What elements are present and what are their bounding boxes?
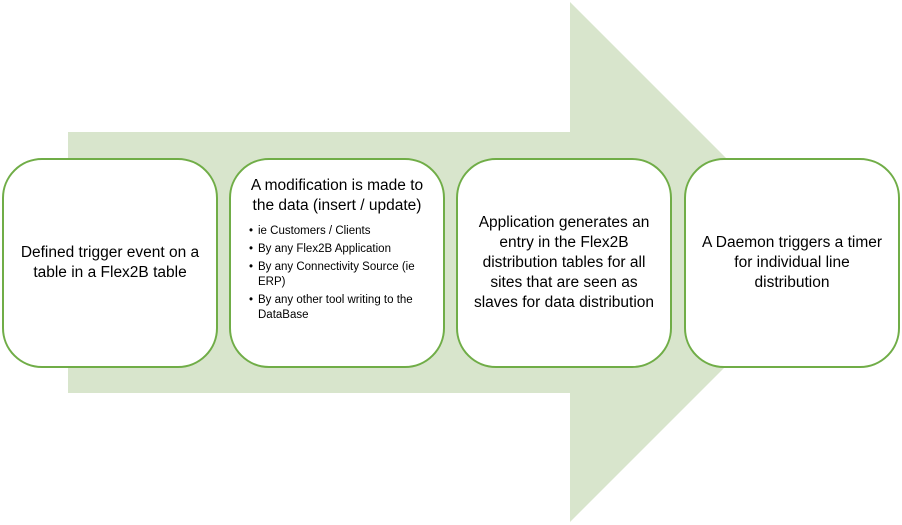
step-4-box: A Daemon triggers a timer for individual… bbox=[684, 158, 900, 368]
step-3-box: Application generates an entry in the Fl… bbox=[456, 158, 672, 368]
process-arrow bbox=[68, 2, 830, 522]
step-2-bullet-list: • ie Customers / Clients • By any Flex2B A… bbox=[245, 224, 429, 326]
bullet-dot-icon: • bbox=[249, 261, 254, 273]
step-2-box: A modification is made to the data (inse… bbox=[229, 158, 445, 368]
step-2-bullet-item: • By any Connectivity Source (ie ERP) bbox=[249, 260, 429, 290]
step-4-text: A Daemon triggers a timer for individual… bbox=[701, 234, 883, 291]
step-3-text: Application generates an entry in the Fl… bbox=[473, 214, 655, 311]
step-2-heading: A modification is made to the data (inse… bbox=[250, 177, 424, 214]
bullet-dot-icon: • bbox=[249, 243, 254, 255]
bullet-dot-icon: • bbox=[249, 225, 254, 237]
step-2-bullet-text: By any other tool writing to the DataBas… bbox=[258, 294, 413, 321]
step-2-bullet-text: ie Customers / Clients bbox=[258, 225, 371, 237]
step-1-text: Defined trigger event on a table in a Fl… bbox=[20, 244, 200, 281]
step-1-box: Defined trigger event on a table in a Fl… bbox=[2, 158, 218, 368]
step-2-bullet-text: By any Flex2B Application bbox=[258, 243, 391, 255]
bullet-dot-icon: • bbox=[249, 294, 254, 306]
step-2-bullet-item: • ie Customers / Clients bbox=[249, 224, 429, 239]
step-2-bullet-text: By any Connectivity Source (ie ERP) bbox=[258, 261, 415, 288]
step-2-bullet-item: • By any Flex2B Application bbox=[249, 242, 429, 257]
step-2-bullet-item: • By any other tool writing to the DataBa… bbox=[249, 293, 429, 323]
